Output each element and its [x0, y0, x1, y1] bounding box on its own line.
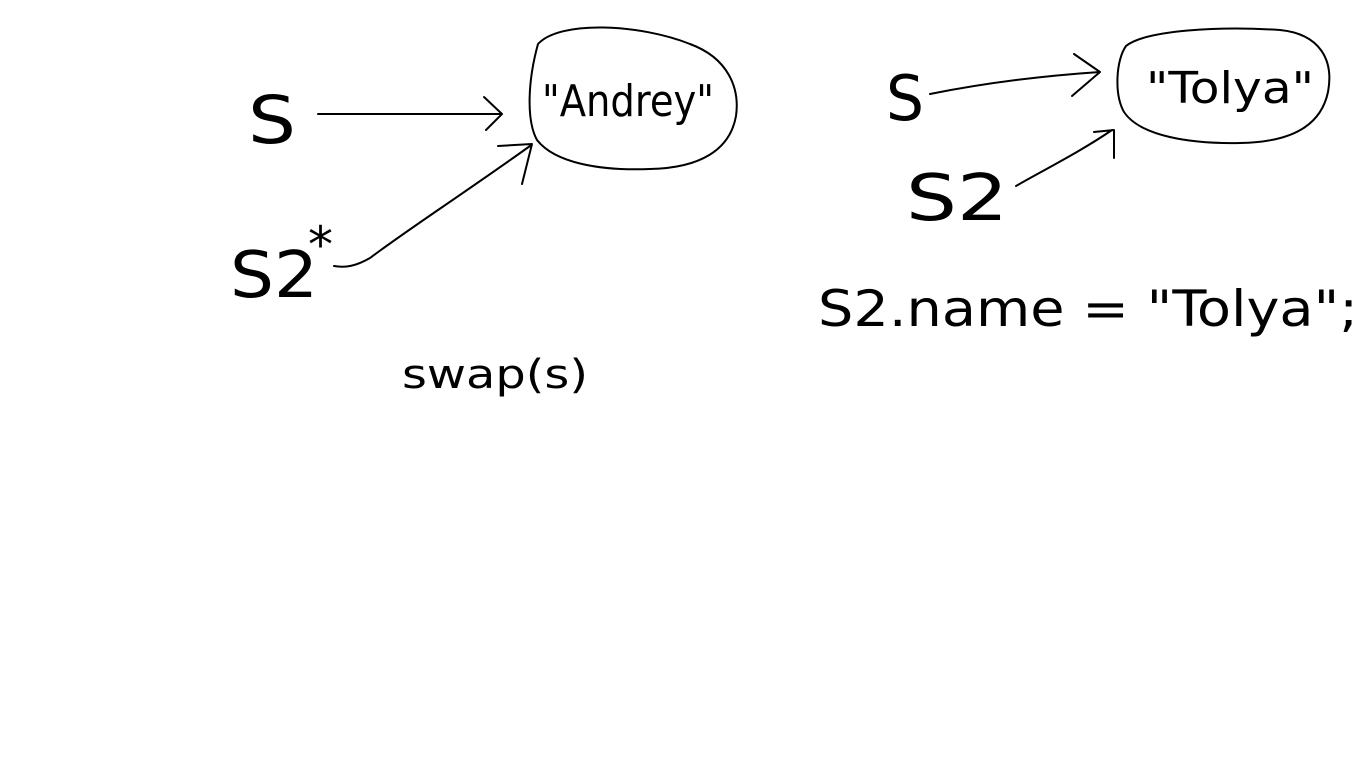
right-s2-arrow: [1015, 129, 1115, 187]
left-var-s-label: S: [248, 82, 296, 159]
right-var-s2-label: S2: [906, 162, 1008, 236]
left-object-ellipse: [528, 26, 738, 171]
left-pointer-mark: *: [308, 216, 333, 274]
right-object-ellipse: [1116, 27, 1331, 145]
left-var-s2-label: S2: [230, 239, 318, 313]
left-s2-arrow: [333, 143, 533, 268]
right-diagram: S "Tolya" S2 S2.name = "Tolya";: [818, 27, 1358, 338]
right-assignment-label: S2.name = "Tolya";: [818, 280, 1358, 338]
right-var-s-label: S: [886, 62, 924, 135]
left-object-value: "Andrey": [542, 76, 714, 127]
right-s-arrow: [929, 53, 1101, 97]
left-s-arrow: [317, 96, 503, 131]
left-diagram: S "Andrey" S2 * swap(s): [230, 26, 738, 398]
left-call-label: swap(s): [402, 352, 588, 398]
right-object-value: "Tolya": [1146, 63, 1314, 114]
